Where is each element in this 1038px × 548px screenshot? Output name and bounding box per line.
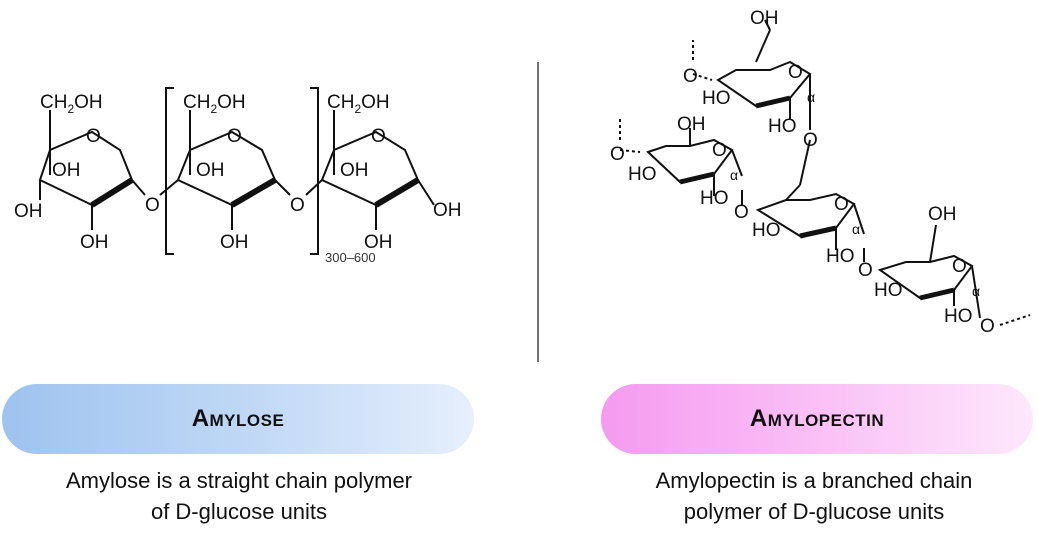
ho-label: HO bbox=[752, 220, 781, 241]
ho-label: HO bbox=[874, 280, 903, 301]
amylopectin-labels: OH O O α HO HO O OH O O HO α HO O O HO α… bbox=[610, 8, 995, 337]
ch2oh-label: CH2OH bbox=[183, 92, 246, 116]
oh-label: OH bbox=[364, 232, 393, 253]
anomeric-alpha-label: α bbox=[730, 167, 738, 183]
amylopectin-description-line: Amylopectin is a branched chain bbox=[655, 468, 973, 493]
glycosidic-oxygen-label: O bbox=[734, 202, 749, 223]
amylose-title-pill: Amylose bbox=[2, 384, 474, 454]
repeat-count-label: 300–600 bbox=[325, 250, 376, 265]
anomeric-alpha-label: α bbox=[807, 89, 815, 105]
ho-label: HO bbox=[768, 116, 797, 137]
amylose-glucose-ring bbox=[38, 110, 146, 230]
amylopectin-structure bbox=[619, 19, 1031, 326]
glycosidic-oxygen-label: O bbox=[980, 316, 995, 337]
ho-label: HO bbox=[700, 188, 729, 209]
amylopectin-glucose-ring bbox=[692, 19, 812, 130]
anomeric-alpha-label: α bbox=[852, 221, 860, 237]
repeat-bracket-right bbox=[310, 87, 319, 255]
amylopectin-title: Amylopectin bbox=[749, 405, 885, 432]
amylose-glucose-ring bbox=[305, 110, 435, 230]
oh-label: OH bbox=[340, 160, 369, 181]
oh-label: OH bbox=[750, 8, 779, 29]
ring-oxygen-label: O bbox=[86, 126, 101, 147]
amylopectin-glucose-ring bbox=[755, 139, 865, 262]
glycosidic-oxygen-label: O bbox=[290, 195, 305, 216]
amylopectin-glucose-ring bbox=[619, 116, 743, 206]
ring-oxygen-label: O bbox=[712, 140, 727, 161]
glycosidic-oxygen-label: O bbox=[858, 260, 873, 281]
amylose-title: Amylose bbox=[191, 405, 285, 432]
ring-oxygen-label: O bbox=[788, 62, 803, 83]
oh-label: OH bbox=[677, 114, 706, 135]
ho-label: HO bbox=[826, 246, 855, 267]
ho-label: HO bbox=[628, 164, 657, 185]
oh-label: OH bbox=[433, 200, 462, 221]
oh-label: OH bbox=[928, 204, 957, 225]
ring-oxygen-label: O bbox=[952, 256, 967, 277]
ho-label: HO bbox=[702, 88, 731, 109]
amylopectin-description-line: polymer of D-glucose units bbox=[683, 499, 945, 524]
amylose-description-line: Amylose is a straight chain polymer bbox=[65, 468, 413, 493]
glycosidic-oxygen-label: O bbox=[803, 130, 818, 151]
repeat-bracket-left bbox=[165, 87, 174, 255]
ring-oxygen-label: O bbox=[371, 126, 386, 147]
amylopectin-description: Amylopectin is a branched chain polymer … bbox=[590, 465, 1038, 527]
ch2oh-label: CH2OH bbox=[327, 92, 390, 116]
oh-label: OH bbox=[14, 201, 43, 222]
amylose-glucose-ring bbox=[159, 110, 291, 230]
oh-label: OH bbox=[80, 232, 109, 253]
ring-oxygen-label: O bbox=[834, 194, 849, 215]
amylose-labels: CH2OH CH2OH CH2OH O O O OH OH OH OH OH O… bbox=[14, 92, 462, 265]
anomeric-alpha-label: α bbox=[972, 283, 980, 299]
oh-label: OH bbox=[220, 232, 249, 253]
ho-label: HO bbox=[944, 306, 973, 327]
amylopectin-glucose-ring bbox=[877, 224, 1031, 326]
glycosidic-oxygen-label: O bbox=[610, 144, 625, 165]
ch2oh-label: CH2OH bbox=[40, 92, 103, 116]
oh-label: OH bbox=[196, 160, 225, 181]
amylose-structure bbox=[38, 87, 435, 255]
amylopectin-title-pill: Amylopectin bbox=[601, 384, 1033, 454]
glycosidic-oxygen-label: O bbox=[145, 195, 160, 216]
ring-oxygen-label: O bbox=[227, 126, 242, 147]
glycosidic-oxygen-label: O bbox=[683, 66, 698, 87]
amylose-description: Amylose is a straight chain polymer of D… bbox=[0, 465, 478, 527]
amylose-description-line: of D-glucose units bbox=[150, 499, 328, 524]
oh-label: OH bbox=[52, 160, 81, 181]
